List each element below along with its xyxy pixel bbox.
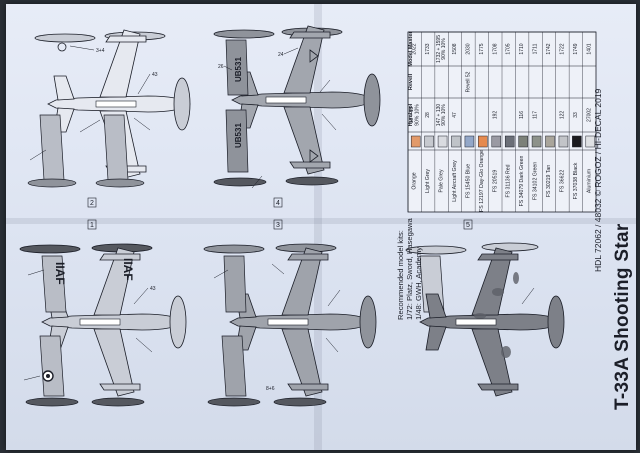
color-name: FS 31136 Red bbox=[506, 164, 512, 197]
color-swatch bbox=[531, 135, 542, 148]
color-name: Light Grey bbox=[425, 169, 431, 193]
scheme-number: 5 bbox=[466, 222, 470, 229]
scheme-1b-aircraft: IIAF IIAF 43 bbox=[19, 243, 187, 407]
color-name: Light Aircraft Grey bbox=[452, 160, 458, 202]
fold-line bbox=[6, 218, 636, 224]
iaf-marking: IIAF bbox=[53, 262, 67, 285]
model-master-code: 1775 bbox=[479, 43, 485, 54]
scheme-number-labels: 2 1 3 4 5 bbox=[87, 197, 473, 230]
marking-number: 26 bbox=[218, 64, 224, 70]
color-swatch bbox=[437, 135, 448, 148]
humbrol-code: 18 + 19 bbox=[409, 106, 415, 123]
scheme-number: 1 bbox=[90, 222, 94, 229]
color-swatch bbox=[464, 135, 475, 148]
color-swatch bbox=[410, 135, 421, 148]
model-master-code: 1732 + 1595 bbox=[436, 35, 442, 63]
color-swatch bbox=[585, 135, 596, 148]
model-master-code: 1705 bbox=[506, 43, 512, 54]
humbrol-code: 116 bbox=[519, 111, 525, 119]
color-name: Orange bbox=[412, 172, 418, 189]
marking-number: 43 bbox=[152, 72, 158, 78]
scheme-1-aircraft: 3+4 43 bbox=[27, 29, 191, 188]
recommended-kit-line: 1/48: GWH, Academy bbox=[414, 246, 423, 320]
model-master-code: 1508 bbox=[452, 43, 458, 54]
color-swatch bbox=[504, 135, 515, 148]
color-name: Pale Grey bbox=[439, 169, 445, 192]
color-name: FS 15450 Blue bbox=[465, 164, 471, 198]
model-master-code: 1722 bbox=[559, 43, 565, 54]
scheme-3-aircraft: UB531 UB531 26 24 bbox=[213, 25, 381, 189]
model-master-code: 1710 bbox=[519, 43, 525, 54]
model-master-code: 1401 bbox=[586, 43, 592, 54]
humbrol-code: 28 bbox=[425, 112, 431, 118]
humbrol-code: 147 + 130 bbox=[436, 104, 442, 127]
color-name: FS 20519 bbox=[492, 170, 498, 193]
humbrol-code: 117 bbox=[533, 111, 539, 119]
scheme-number: 4 bbox=[276, 200, 280, 207]
color-name: FS 37038 Black bbox=[573, 162, 579, 199]
humbrol-code: 122 bbox=[559, 111, 565, 120]
humbrol-code: 90% 10% bbox=[414, 104, 420, 126]
model-master-code: 1742 bbox=[546, 43, 552, 54]
recommended-kits: Recommended model kits: 1/72: Platz, Swo… bbox=[396, 218, 423, 320]
color-swatch bbox=[518, 135, 528, 148]
model-master-code: 1749 bbox=[573, 43, 579, 54]
marking-number: 3+4 bbox=[96, 48, 105, 54]
recommended-kit-line: 1/72: Platz, Sword, Hasegawa bbox=[405, 218, 414, 320]
humbrol-code: 33 bbox=[573, 112, 579, 118]
marking-number: 43 bbox=[150, 286, 156, 292]
color-name: FS 36622 bbox=[559, 170, 565, 193]
model-master-code: 1708 bbox=[492, 43, 498, 54]
table-header: Revell bbox=[408, 73, 414, 90]
color-swatch bbox=[451, 135, 461, 148]
color-name: FS 34079 Dark Green bbox=[519, 156, 525, 207]
table-header: Humbrol bbox=[408, 103, 414, 126]
serial-marking: UB531 bbox=[234, 123, 243, 148]
color-swatch bbox=[572, 135, 582, 148]
scheme-3b-aircraft: 8+6 bbox=[203, 243, 377, 407]
color-swatch bbox=[545, 135, 555, 148]
humbrol-code: 47 bbox=[452, 112, 458, 118]
fold-line bbox=[314, 4, 322, 450]
color-swatch bbox=[558, 135, 569, 148]
serial-marking: UB531 bbox=[234, 57, 243, 82]
table-header: Model Master bbox=[408, 31, 414, 67]
scheme-5-aircraft bbox=[405, 242, 565, 397]
model-master-code: 1733 bbox=[425, 43, 431, 54]
scheme-number: 3 bbox=[276, 222, 280, 229]
color-swatch bbox=[478, 135, 488, 148]
color-name: FS 30219 Tan bbox=[546, 165, 552, 197]
color-swatch bbox=[491, 135, 502, 148]
scheme-number: 2 bbox=[90, 200, 94, 207]
color-name: FS 12197 Day-Glo Orange bbox=[479, 150, 485, 212]
humbrol-code: 27002 bbox=[586, 108, 592, 122]
model-master-code: 2030 bbox=[465, 43, 471, 54]
color-name: Aluminium bbox=[586, 169, 592, 193]
iaf-marking: IIAF bbox=[121, 258, 135, 281]
marking-number: 8+6 bbox=[266, 386, 275, 392]
model-master-code: 1711 bbox=[533, 43, 539, 54]
marking-number: 24 bbox=[278, 52, 284, 58]
humbrol-code: 192 bbox=[492, 111, 498, 120]
document-title: T-33A Shooting Star bbox=[612, 223, 633, 410]
model-master-code: 90% 10% bbox=[441, 38, 447, 60]
recommended-kits-heading: Recommended model kits: bbox=[396, 230, 405, 320]
model-master-code: 2022 bbox=[412, 43, 418, 54]
revell-code: Revell 52 bbox=[465, 71, 471, 92]
color-name: FS 34102 Green bbox=[533, 162, 539, 200]
color-swatch bbox=[424, 135, 434, 148]
humbrol-code: 90% 10% bbox=[441, 104, 447, 126]
credit-line: HDL 72062 / 48032 © ROGOZ / HI-DECAL 201… bbox=[593, 88, 603, 272]
